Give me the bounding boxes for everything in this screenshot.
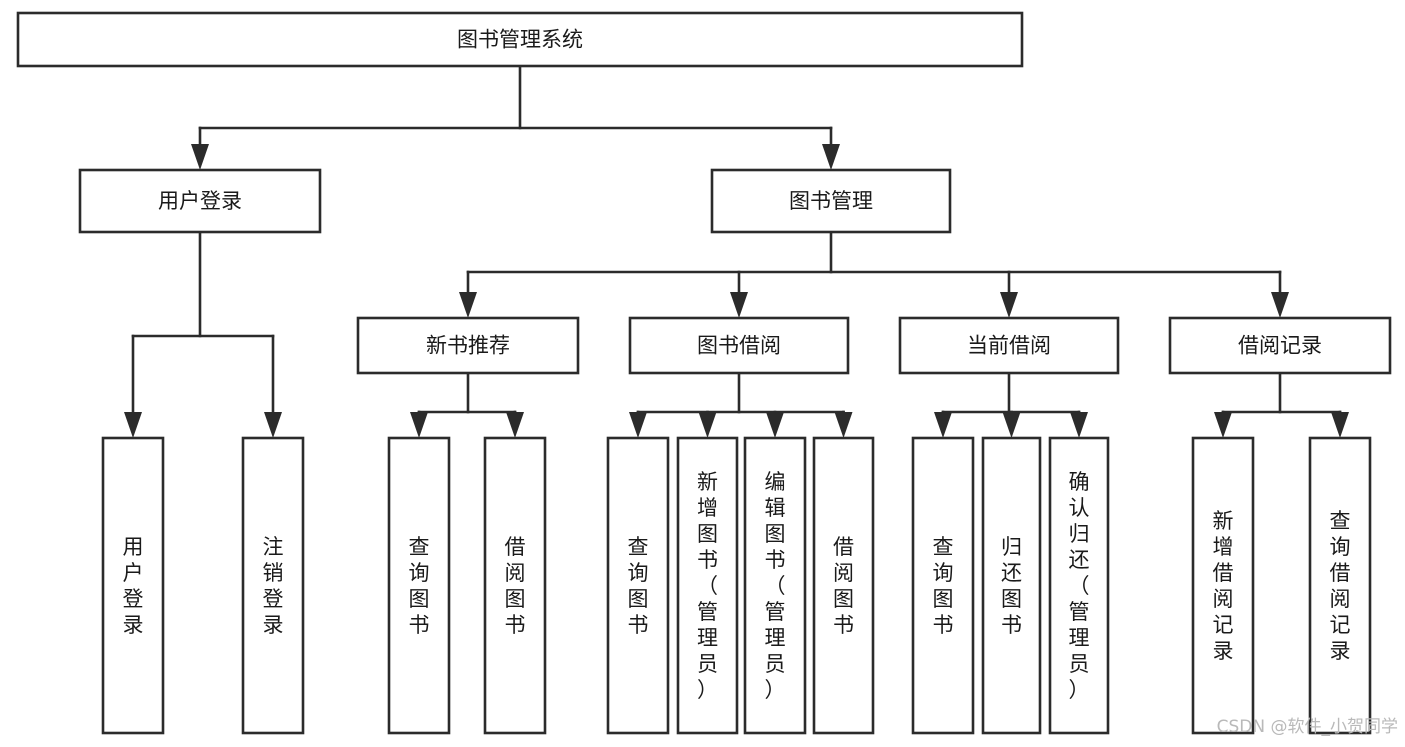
node-add-book[interactable]: 新增图书（管理员） xyxy=(676,436,739,735)
node-box-add-book[interactable] xyxy=(676,436,739,735)
node-return-book[interactable]: 归还图书 xyxy=(981,436,1042,735)
node-box-query-book-2[interactable] xyxy=(606,436,670,735)
arrow-head-icon xyxy=(822,144,840,170)
arrow-head-icon xyxy=(410,412,428,438)
node-label-query-book-1: 查询图书 xyxy=(409,535,430,637)
node-book-manage[interactable]: 图书管理 xyxy=(710,168,952,234)
node-query-book-3[interactable]: 查询图书 xyxy=(911,436,975,735)
connector-layer xyxy=(124,64,1349,438)
arrow-head-icon xyxy=(1070,412,1088,438)
arrow-head-icon xyxy=(459,292,477,318)
node-edit-book[interactable]: 编辑图书（管理员） xyxy=(743,436,807,735)
arrow-head-icon xyxy=(934,412,952,438)
arrow-head-icon xyxy=(1331,412,1349,438)
node-new-book-recommend[interactable]: 新书推荐 xyxy=(356,316,580,375)
node-query-borrow-record[interactable]: 查询借阅记录 xyxy=(1308,436,1372,735)
node-box-borrow-book-1[interactable] xyxy=(483,436,547,735)
arrow-head-icon xyxy=(191,144,209,170)
node-label-add-borrow-record: 新增借阅记录 xyxy=(1213,509,1234,663)
arrow-head-icon xyxy=(629,412,647,438)
arrow-head-icon xyxy=(506,412,524,438)
node-box-add-borrow-record[interactable] xyxy=(1191,436,1255,735)
node-label-user-logout: 注销登录 xyxy=(263,535,284,637)
arrow-head-icon xyxy=(264,412,282,438)
node-box-user-login[interactable] xyxy=(78,168,322,234)
node-label-undefined: 图书管理系统 xyxy=(457,28,583,52)
node-label-user-login: 用户登录 xyxy=(158,189,242,213)
csdn-watermark: CSDN @软件_小贺同学 xyxy=(1217,717,1398,737)
node-box-borrow-book-2[interactable] xyxy=(812,436,875,735)
node-label-query-borrow-record: 查询借阅记录 xyxy=(1330,509,1351,663)
arrow-head-icon xyxy=(1271,292,1289,318)
node-label-borrow-book-2: 借阅图书 xyxy=(833,535,854,637)
node-user-login[interactable]: 用户登录 xyxy=(78,168,322,234)
node-query-book-2[interactable]: 查询图书 xyxy=(606,436,670,735)
node-box-query-book-3[interactable] xyxy=(911,436,975,735)
arrow-head-icon xyxy=(730,292,748,318)
node-borrow-book-1[interactable]: 借阅图书 xyxy=(483,436,547,735)
arrow-head-icon xyxy=(1214,412,1232,438)
node-box-query-borrow-record[interactable] xyxy=(1308,436,1372,735)
node-current-borrow[interactable]: 当前借阅 xyxy=(898,316,1120,375)
node-layer: 图书管理系统用户登录图书管理用户登录注销登录新书推荐图书借阅当前借阅借阅记录查询… xyxy=(16,11,1392,735)
node-label-book-manage: 图书管理 xyxy=(789,189,873,213)
arrow-head-icon xyxy=(698,412,717,438)
node-confirm-return[interactable]: 确认归还（管理员） xyxy=(1048,436,1110,735)
node-box-query-book-1[interactable] xyxy=(387,436,451,735)
node-label-add-book: 新增图书（管理员） xyxy=(697,470,718,702)
node-label-query-book-2: 查询图书 xyxy=(628,535,649,637)
arrow-head-icon xyxy=(1000,292,1018,318)
node-label-edit-book: 编辑图书（管理员） xyxy=(765,470,786,702)
node-box-book-manage[interactable] xyxy=(710,168,952,234)
node-box-confirm-return[interactable] xyxy=(1048,436,1110,735)
node-query-book-1[interactable]: 查询图书 xyxy=(387,436,451,735)
arrow-head-icon xyxy=(1002,412,1021,438)
node-box-current-borrow[interactable] xyxy=(898,316,1120,375)
node-label-user-login-do: 用户登录 xyxy=(123,535,144,637)
node-user-login-do[interactable]: 用户登录 xyxy=(101,436,165,735)
arrow-head-icon xyxy=(766,412,784,438)
arrow-head-icon xyxy=(124,412,142,438)
node-borrow-record[interactable]: 借阅记录 xyxy=(1168,316,1392,375)
node-label-borrow-book-1: 借阅图书 xyxy=(505,535,526,637)
node-borrow-book-2[interactable]: 借阅图书 xyxy=(812,436,875,735)
node-box-undefined[interactable] xyxy=(16,11,1024,68)
node-box-return-book[interactable] xyxy=(981,436,1042,735)
node-box-borrow-record[interactable] xyxy=(1168,316,1392,375)
arrow-head-icon xyxy=(834,412,853,438)
node-box-new-book-recommend[interactable] xyxy=(356,316,580,375)
node-book-borrow[interactable]: 图书借阅 xyxy=(628,316,850,375)
node-label-query-book-3: 查询图书 xyxy=(933,535,954,637)
node-label-book-borrow: 图书借阅 xyxy=(697,334,781,358)
node-label-current-borrow: 当前借阅 xyxy=(967,334,1051,358)
node-user-logout[interactable]: 注销登录 xyxy=(241,436,305,735)
node-box-user-login-do[interactable] xyxy=(101,436,165,735)
node-undefined[interactable]: 图书管理系统 xyxy=(16,11,1024,68)
node-add-borrow-record[interactable]: 新增借阅记录 xyxy=(1191,436,1255,735)
node-label-borrow-record: 借阅记录 xyxy=(1238,334,1322,358)
node-box-book-borrow[interactable] xyxy=(628,316,850,375)
node-label-new-book-recommend: 新书推荐 xyxy=(426,334,510,358)
node-box-edit-book[interactable] xyxy=(743,436,807,735)
node-box-user-logout[interactable] xyxy=(241,436,305,735)
node-label-confirm-return: 确认归还（管理员） xyxy=(1069,470,1090,702)
node-label-return-book: 归还图书 xyxy=(1001,535,1022,637)
